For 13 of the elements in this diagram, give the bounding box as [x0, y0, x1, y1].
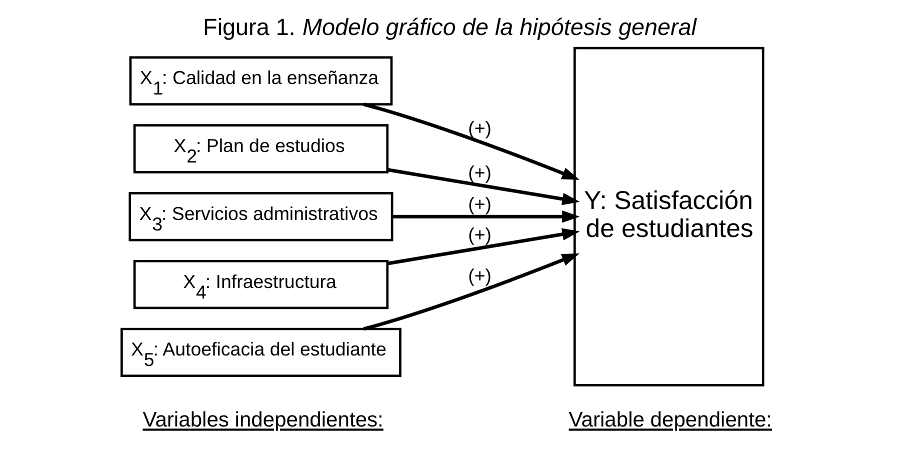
label: Variable dependiente: — [568, 408, 772, 432]
arrow — [387, 168, 580, 206]
edge-label: (+) — [468, 224, 492, 245]
node-box: Y: Satisfacción de estudiantes — [573, 46, 764, 386]
edge-label: (+) — [468, 194, 492, 215]
edge-label: (+) — [468, 264, 492, 286]
diagram-title: Figura 1. Modelo gráfico de la hipótesis general — [203, 14, 697, 40]
label: Variables independientes: — [142, 408, 384, 432]
edge-label: (+) — [468, 162, 492, 183]
arrow — [387, 228, 580, 266]
arrow — [363, 102, 580, 180]
arrow — [392, 210, 580, 223]
edge-label: (+) — [468, 117, 492, 138]
